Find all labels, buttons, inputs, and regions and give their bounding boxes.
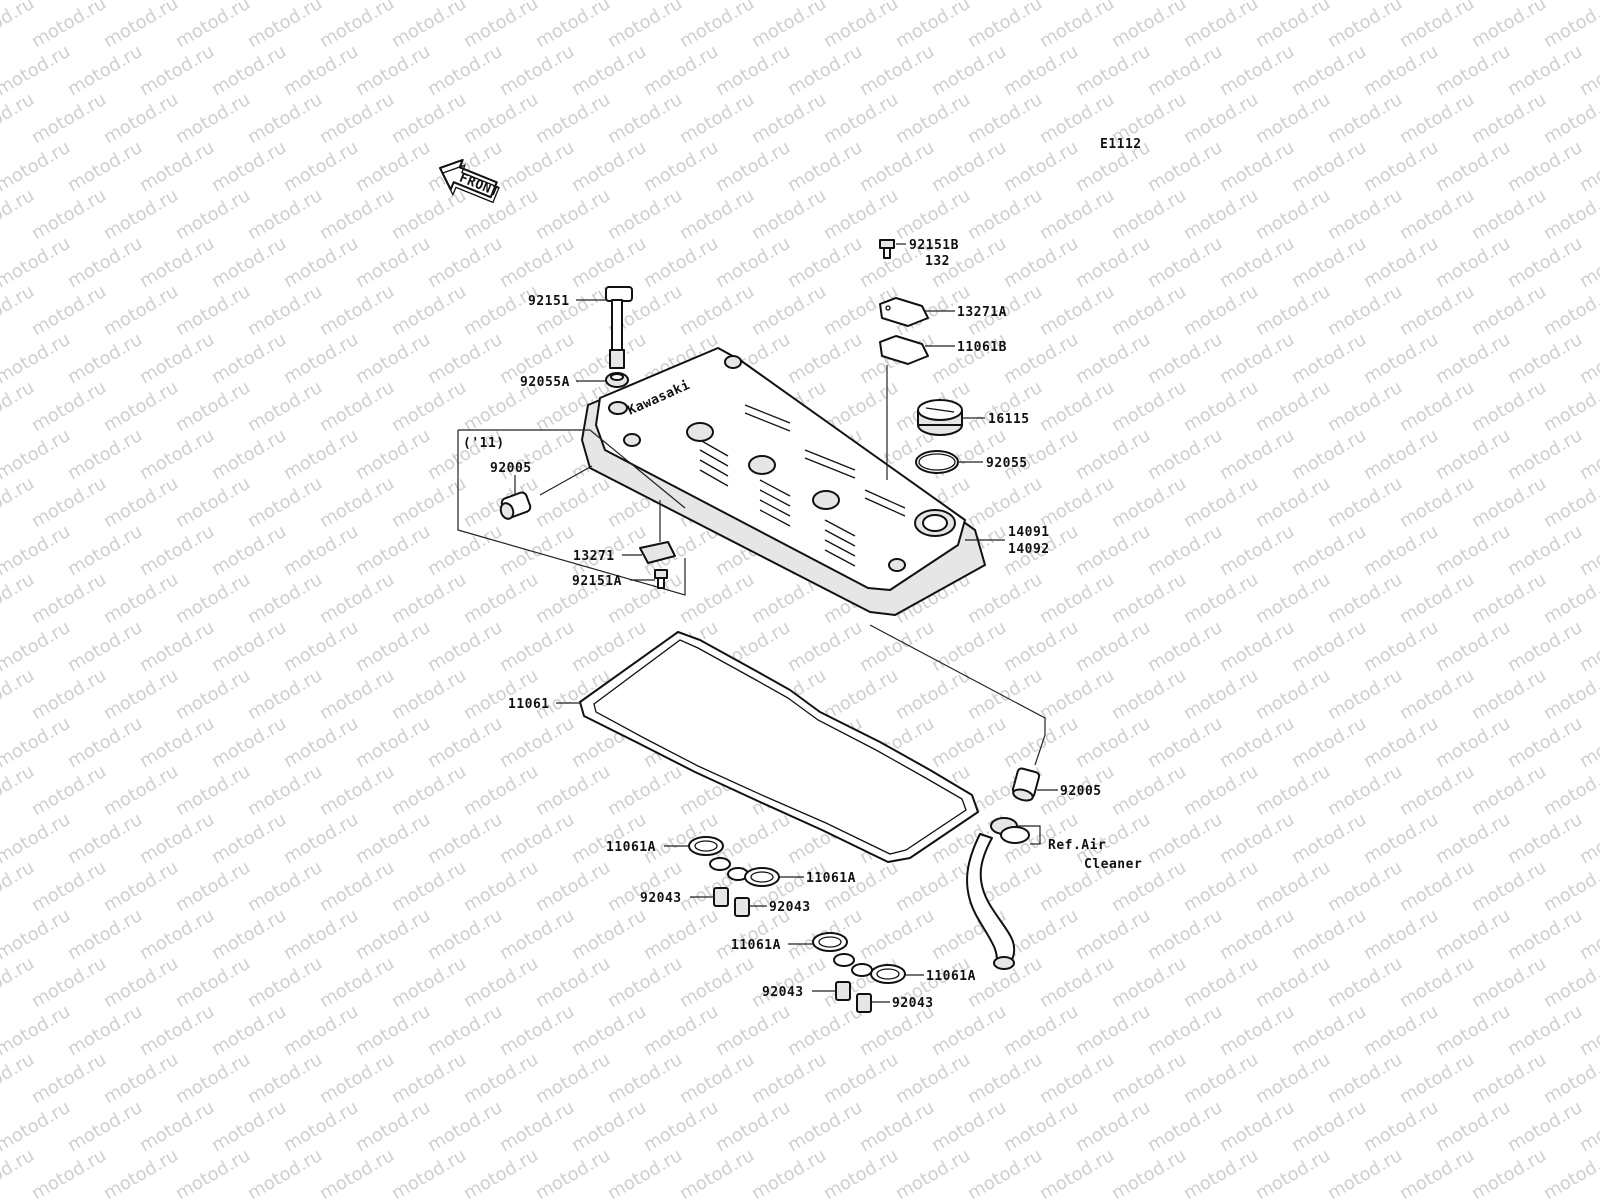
diagram-code: E1112 (1100, 137, 1142, 152)
label-92055: 92055 (986, 456, 1028, 471)
label-11061B: 11061B (957, 340, 1007, 355)
label-16115: 16115 (988, 412, 1030, 427)
bolt-92151B-part (879, 239, 895, 259)
label-14091: 14091 (1008, 525, 1050, 540)
label-11061A-4: 11061A (926, 969, 976, 984)
label-year-note: ('11) (463, 436, 505, 451)
label-92151B: 92151B (909, 238, 959, 253)
label-92005-upper: 92005 (490, 461, 532, 476)
plate-13271-part (639, 541, 676, 564)
bolt-92151-part (605, 286, 633, 369)
label-11061: 11061 (508, 697, 550, 712)
label-92055A: 92055A (520, 375, 570, 390)
label-14092: 14092 (1008, 542, 1050, 557)
pipe-92005-lower-part (1011, 767, 1041, 802)
seal-group-rear (812, 932, 906, 1013)
bolt-92151A-part (654, 569, 668, 589)
label-92151A: 92151A (572, 574, 622, 589)
front-arrow-icon: FRONT (439, 158, 501, 204)
label-11061A-3: 11061A (731, 938, 781, 953)
cylinder-head-cover-part: Kawasaki (581, 347, 986, 616)
gasket-11061B-part (879, 335, 929, 365)
label-92043-4: 92043 (892, 996, 934, 1011)
oring-92055-part (915, 450, 959, 474)
label-92043-1: 92043 (640, 891, 682, 906)
seal-group-front (688, 836, 780, 917)
cover-gasket-11061-part (579, 631, 979, 863)
label-13271: 13271 (573, 549, 615, 564)
grommet-92055A-part (605, 372, 629, 388)
label-11061A-2: 11061A (806, 871, 856, 886)
pipe-92005-upper-part (499, 491, 532, 520)
oil-filler-cap-16115-part (917, 399, 963, 436)
year-variant-bracket (457, 429, 686, 596)
label-92043-3: 92043 (762, 985, 804, 1000)
label-92005-lower: 92005 (1060, 784, 1102, 799)
label-ref-air: Ref.Air (1048, 838, 1106, 853)
label-92151: 92151 (528, 294, 570, 309)
label-ref-cleaner: Cleaner (1084, 857, 1142, 872)
label-11061A-1: 11061A (606, 840, 656, 855)
breather-hose-part (966, 817, 1030, 970)
label-qty-132: 132 (925, 254, 950, 269)
label-92043-2: 92043 (769, 900, 811, 915)
label-13271A: 13271A (957, 305, 1007, 320)
plate-13271A-part (879, 297, 929, 327)
